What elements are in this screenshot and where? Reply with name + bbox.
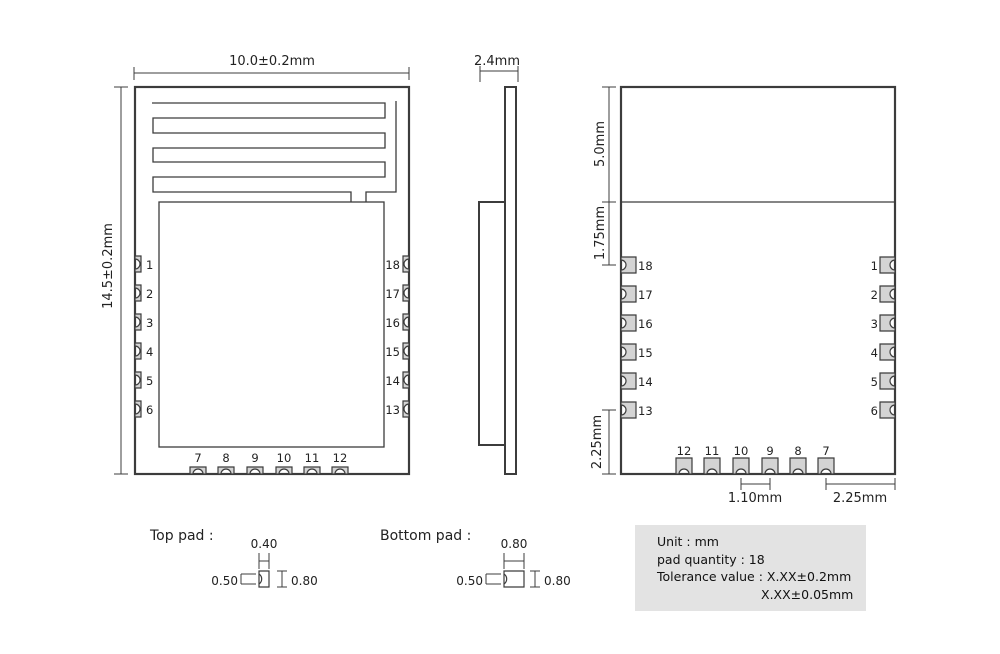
top-pad-length: 0.80	[291, 574, 318, 588]
top-pin-10: 10	[277, 451, 292, 465]
bottom-bottom-pads	[675, 457, 835, 475]
bottom-first-pad-dim: 1.75mm	[593, 206, 608, 260]
info-tolerance-2: X.XX±0.05mm	[761, 586, 854, 602]
bottom-pin-6: 6	[871, 404, 878, 418]
bottom-pad-detail	[485, 553, 540, 588]
bottom-pin-12: 12	[677, 444, 692, 458]
bottom-edge-dim: 2.25mm	[833, 491, 887, 506]
top-pad-width: 0.40	[251, 537, 278, 551]
top-pin-7: 7	[194, 451, 201, 465]
top-pin-9: 9	[251, 451, 258, 465]
bottom-pad-width: 0.80	[501, 537, 528, 551]
bottom-pin-4: 4	[871, 346, 878, 360]
bottom-pin-3: 3	[871, 317, 878, 331]
top-width-dim: 10.0±0.2mm	[229, 54, 315, 69]
top-pin-14: 14	[385, 374, 400, 388]
bottom-pin-10: 10	[734, 444, 749, 458]
top-pin-2: 2	[146, 287, 153, 301]
bottom-pin-9: 9	[766, 444, 773, 458]
info-tolerance: Tolerance value : X.XX±0.2mm	[657, 569, 852, 584]
top-pin-6: 6	[146, 403, 153, 417]
bottom-pin-13: 13	[638, 404, 653, 418]
top-pin-15: 15	[385, 345, 400, 359]
top-right-pads	[402, 255, 410, 418]
side-view	[478, 66, 519, 475]
top-pin-16: 16	[385, 316, 400, 330]
bottom-last-pad-dim: 2.25mm	[590, 415, 605, 469]
bottom-pin-18: 18	[638, 259, 653, 273]
bottom-right-pads	[879, 256, 896, 419]
bottom-pin-14: 14	[638, 375, 653, 389]
top-pin-11: 11	[305, 451, 320, 465]
bottom-pin-5: 5	[871, 375, 878, 389]
bottom-pitch-dim: 1.10mm	[728, 491, 782, 506]
bottom-pin-7: 7	[822, 444, 829, 458]
top-pin-1: 1	[146, 258, 153, 272]
top-pin-8: 8	[222, 451, 229, 465]
bottom-pad-radius: 0.50	[456, 574, 483, 588]
top-view	[114, 67, 411, 476]
top-pad-title: Top pad :	[149, 528, 214, 544]
info-unit: Unit : mm	[657, 534, 719, 549]
info-pad-quantity: pad quantity : 18	[657, 551, 765, 567]
top-height-dim: 14.5±0.2mm	[101, 223, 116, 309]
bottom-antenna-dim: 5.0mm	[593, 121, 608, 167]
top-pin-18: 18	[385, 258, 400, 272]
top-pad-radius: 0.50	[211, 574, 238, 588]
bottom-pin-16: 16	[638, 317, 653, 331]
info-box: Unit : mm pad quantity : 18 Tolerance va…	[635, 525, 866, 611]
bottom-pin-8: 8	[794, 444, 801, 458]
bottom-pin-15: 15	[638, 346, 653, 360]
bottom-pin-11: 11	[705, 444, 720, 458]
top-pin-3: 3	[146, 316, 153, 330]
top-bottom-pads	[189, 466, 349, 475]
top-pin-17: 17	[385, 287, 400, 301]
top-pad-detail	[240, 553, 287, 588]
top-pin-12: 12	[333, 451, 348, 465]
top-pin-13: 13	[385, 403, 400, 417]
bottom-left-pads	[620, 256, 637, 419]
bottom-pad-length: 0.80	[544, 574, 571, 588]
bottom-pad-title: Bottom pad :	[380, 528, 471, 544]
top-left-pads	[134, 255, 142, 418]
bottom-pin-17: 17	[638, 288, 653, 302]
bottom-view	[602, 85, 897, 490]
bottom-pin-1: 1	[871, 259, 878, 273]
bottom-pin-2: 2	[871, 288, 878, 302]
top-pin-4: 4	[146, 345, 153, 359]
side-thickness-dim: 2.4mm	[474, 54, 520, 69]
top-pin-5: 5	[146, 374, 153, 388]
